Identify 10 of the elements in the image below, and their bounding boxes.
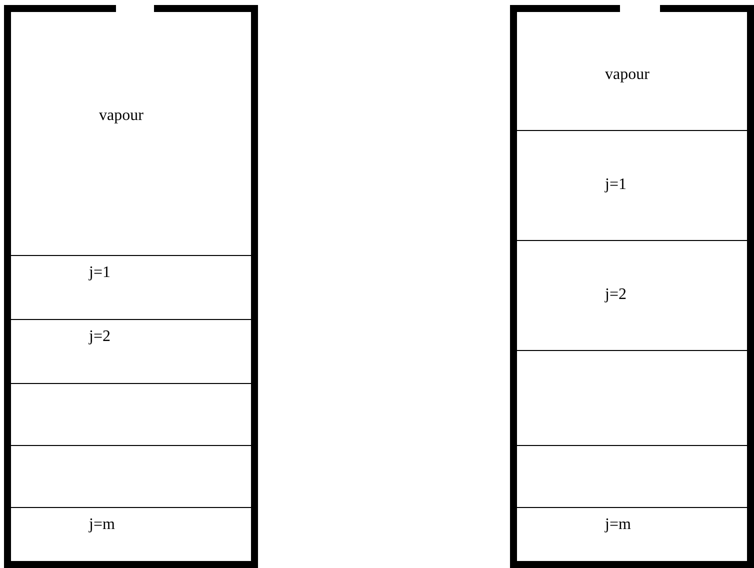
vapour-space: vapour <box>11 12 251 255</box>
liquid-layer: j=m <box>517 507 747 562</box>
liquid-layer: j=1 <box>11 255 251 319</box>
liquid-layer: j=2 <box>11 319 251 383</box>
liquid-layer: j=2 <box>517 240 747 350</box>
vessel-outline <box>4 5 258 568</box>
vessel-outline <box>510 5 754 568</box>
liquid-layer: j=m <box>11 507 251 562</box>
vapour-space: vapour <box>517 12 747 130</box>
liquid-layer: j=1 <box>517 130 747 240</box>
